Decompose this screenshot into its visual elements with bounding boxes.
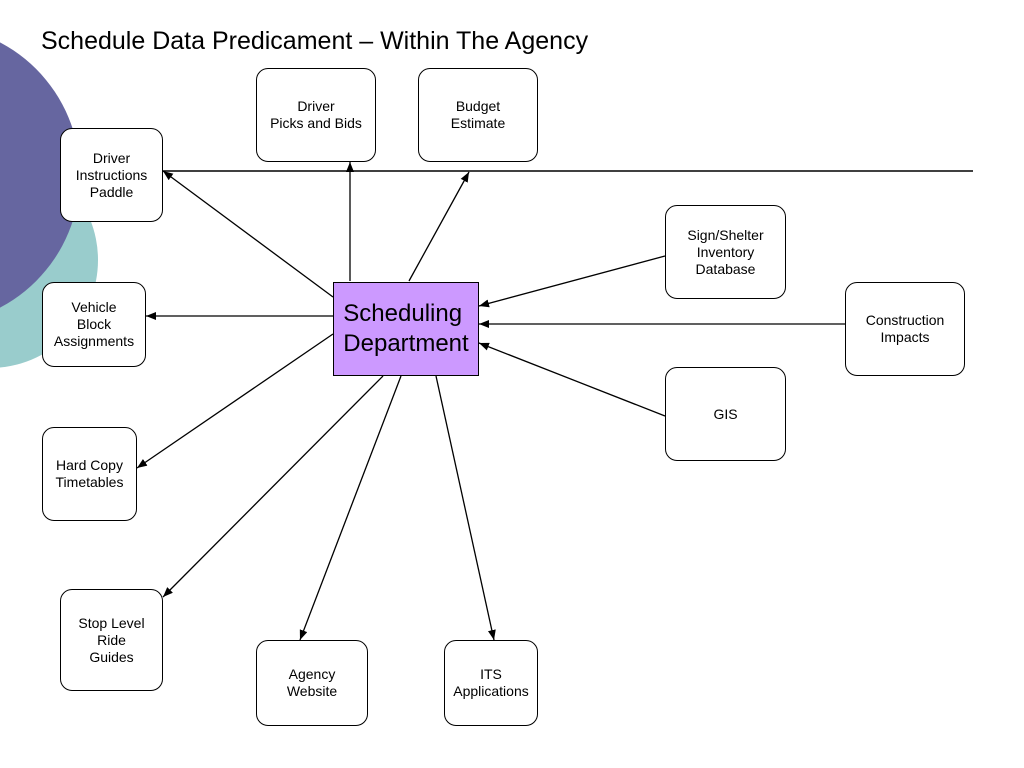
stop-level-ride-guides-box: Stop Level Ride Guides	[60, 589, 163, 691]
scheduling-department-box: Scheduling Department	[333, 282, 479, 376]
arrow-to-driver-instructions-paddle	[162, 170, 334, 298]
construction-impacts-box: Construction Impacts	[845, 282, 965, 376]
slide-title: Schedule Data Predicament – Within The A…	[41, 27, 589, 55]
sign-shelter-inventory-database-box: Sign/Shelter Inventory Database	[665, 205, 786, 299]
vehicle-block-assignments-box: Vehicle Block Assignments	[42, 282, 146, 367]
arrow-to-budget-estimate	[408, 171, 470, 282]
arrow-from-gis	[478, 342, 666, 417]
arrow-to-stop-level-ride-guides	[162, 375, 384, 598]
arrow-to-agency-website	[299, 375, 402, 641]
budget-estimate-box: Budget Estimate	[418, 68, 538, 162]
its-applications-box: ITS Applications	[444, 640, 538, 726]
driver-instructions-paddle-box: Driver Instructions Paddle	[60, 128, 163, 222]
arrow-from-sign-shelter-inventory	[478, 255, 666, 308]
gis-box: GIS	[665, 367, 786, 461]
hard-copy-timetables-box: Hard Copy Timetables	[42, 427, 137, 521]
arrow-to-its-applications	[435, 375, 496, 641]
driver-picks-and-bids-box: Driver Picks and Bids	[256, 68, 376, 162]
agency-website-box: Agency Website	[256, 640, 368, 726]
purple-circle-decoration	[0, 42, 80, 308]
arrow-to-hard-copy-timetables	[136, 333, 334, 469]
